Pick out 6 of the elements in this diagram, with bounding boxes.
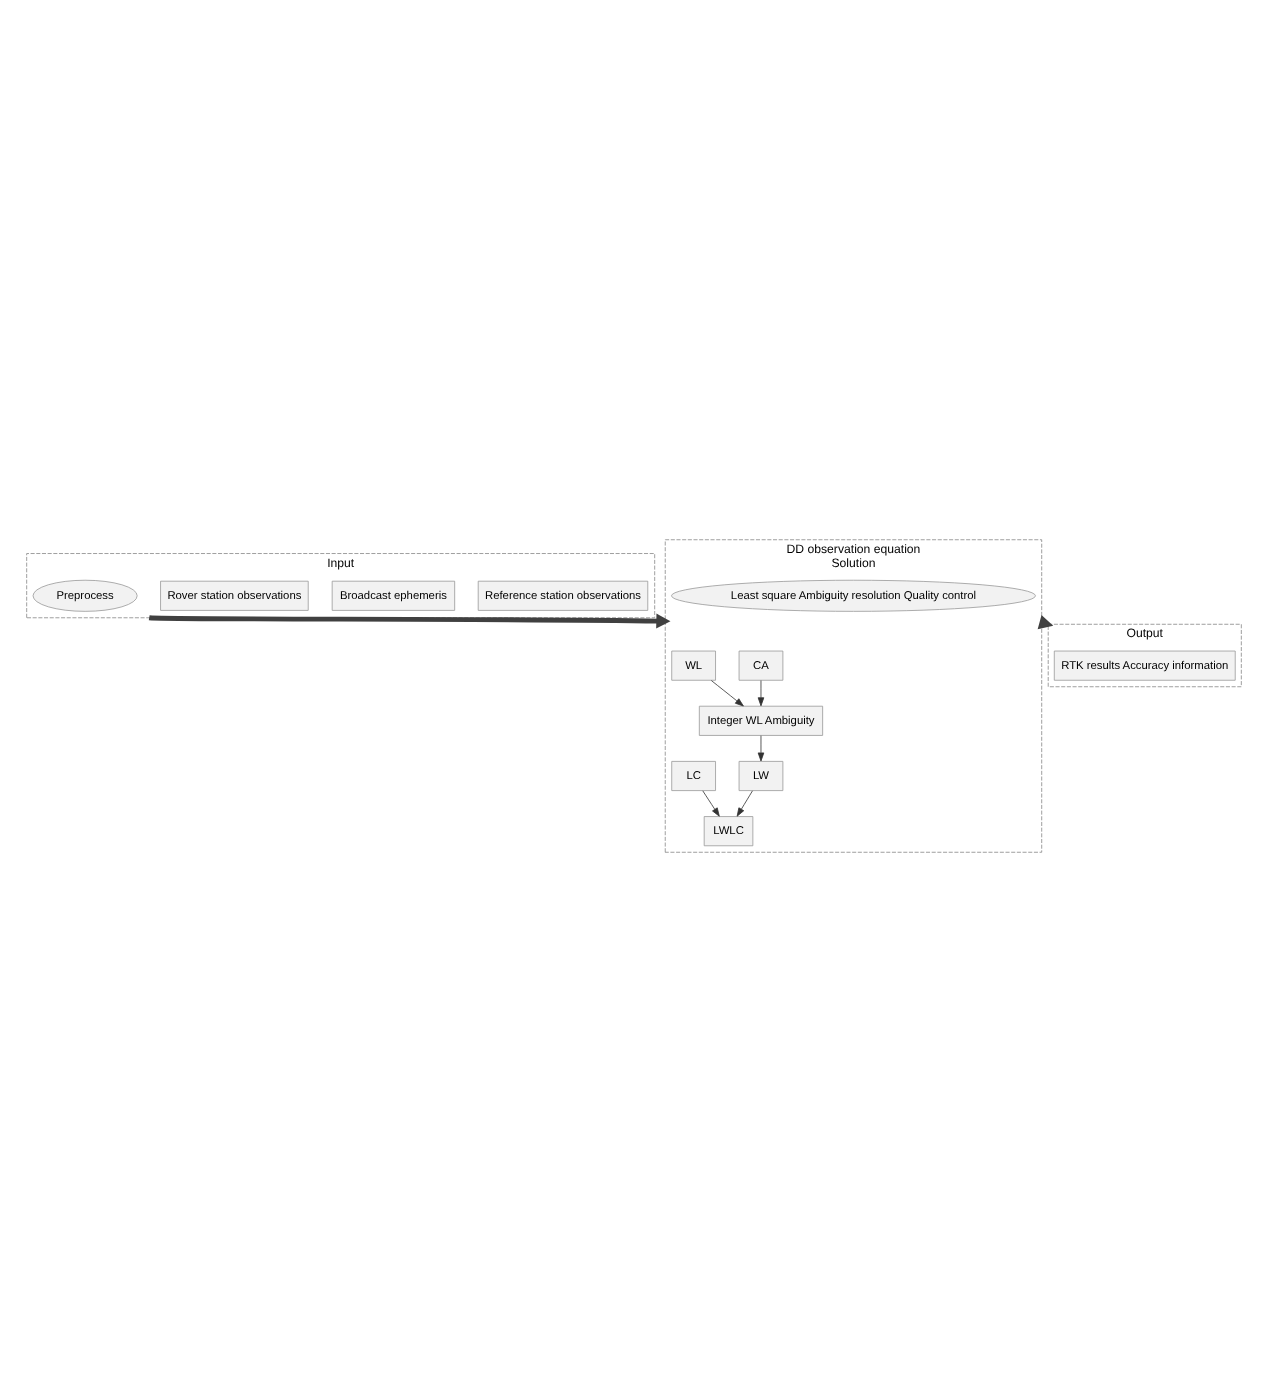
arrow	[736, 790, 753, 817]
arrow	[710, 680, 744, 707]
arrow	[757, 680, 765, 707]
arrow	[757, 735, 765, 762]
arrow	[149, 613, 671, 629]
arrow	[702, 790, 720, 817]
